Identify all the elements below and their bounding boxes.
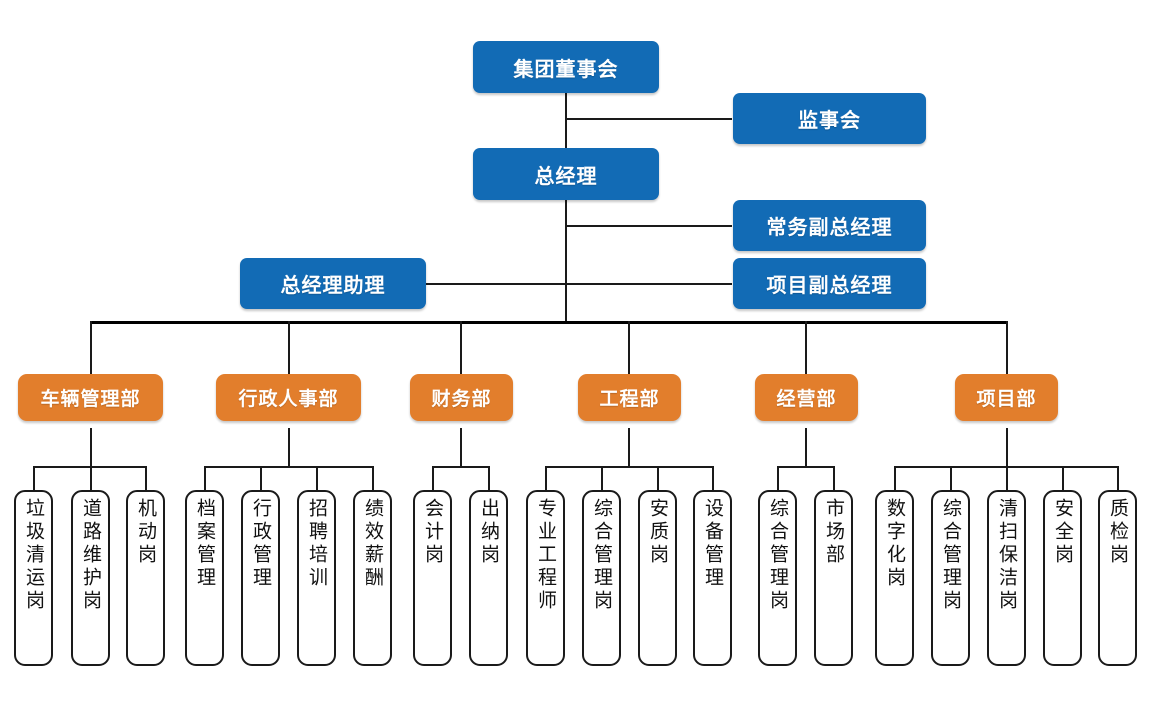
position-box[interactable]: 招聘培训 (297, 490, 336, 666)
connector-dept3-drop-2 (488, 466, 490, 490)
connector-gm-assistant (424, 283, 566, 285)
connector-board-to-gm (565, 92, 567, 150)
position-box[interactable]: 综合管理岗 (931, 490, 970, 666)
node-gm-assistant[interactable]: 总经理助理 (240, 258, 426, 309)
connector-dept5-drop-2 (833, 466, 835, 490)
connector-dept4-drop-4 (712, 466, 714, 490)
node-department-vehicle-management[interactable]: 车辆管理部 (18, 374, 163, 421)
position-box[interactable]: 综合管理岗 (582, 490, 621, 666)
position-label: 档案管理 (194, 498, 215, 590)
position-label: 安全岗 (1052, 498, 1073, 567)
node-executive-deputy-gm[interactable]: 常务副总经理 (733, 200, 926, 251)
connector-dept4-drop-2 (601, 466, 603, 490)
position-label: 行政管理 (250, 498, 271, 590)
connector-dept6-drop-5 (1117, 466, 1119, 490)
node-department-operations[interactable]: 经营部 (755, 374, 858, 421)
connector-drop-dept-4 (628, 321, 630, 374)
connector-dept3-stem (460, 428, 462, 466)
position-label: 质检岗 (1107, 498, 1128, 567)
connector-dept4-drop-1 (545, 466, 547, 490)
position-box[interactable]: 专业工程师 (526, 490, 565, 666)
connector-dept4-stem (628, 428, 630, 466)
position-box[interactable]: 绩效薪酬 (353, 490, 392, 666)
position-box[interactable]: 设备管理 (693, 490, 732, 666)
position-label: 综合管理岗 (767, 498, 788, 613)
connector-dept6-drop-4 (1062, 466, 1064, 490)
position-box[interactable]: 市场部 (814, 490, 853, 666)
connector-dept1-stem (90, 428, 92, 466)
node-general-manager[interactable]: 总经理 (473, 148, 659, 200)
position-box[interactable]: 安全岗 (1043, 490, 1082, 666)
node-supervisory-board[interactable]: 监事会 (733, 93, 926, 144)
connector-drop-dept-3 (460, 321, 462, 374)
position-label: 设备管理 (702, 498, 723, 590)
connector-gm-to-project-deputy (565, 283, 732, 285)
connector-dept2-drop-3 (316, 466, 318, 490)
position-label: 综合管理岗 (591, 498, 612, 613)
connector-board-to-supervisory (565, 118, 732, 120)
position-label: 道路维护岗 (80, 498, 101, 613)
position-label: 综合管理岗 (940, 498, 961, 613)
connector-dept1-drop-2 (90, 466, 92, 490)
node-department-finance[interactable]: 财务部 (410, 374, 513, 421)
position-box[interactable]: 垃圾清运岗 (14, 490, 53, 666)
position-label: 机动岗 (135, 498, 156, 567)
position-label: 数字化岗 (884, 498, 905, 590)
connector-dept2-drop-2 (260, 466, 262, 490)
position-box[interactable]: 出纳岗 (469, 490, 508, 666)
connector-dept6-drop-2 (950, 466, 952, 490)
node-department-engineering[interactable]: 工程部 (578, 374, 681, 421)
connector-dept5-bus (777, 466, 834, 468)
position-label: 市场部 (823, 498, 844, 567)
connector-dept3-drop-1 (432, 466, 434, 490)
connector-dept3-bus (432, 466, 489, 468)
connector-dept2-drop-4 (372, 466, 374, 490)
connector-dept2-stem (288, 428, 290, 466)
connector-dept6-drop-1 (894, 466, 896, 490)
node-department-admin-hr[interactable]: 行政人事部 (216, 374, 361, 421)
position-box[interactable]: 质检岗 (1098, 490, 1137, 666)
connector-dept1-drop-1 (33, 466, 35, 490)
position-box[interactable]: 道路维护岗 (71, 490, 110, 666)
position-box[interactable]: 综合管理岗 (758, 490, 797, 666)
connector-dept5-drop-1 (777, 466, 779, 490)
position-label: 垃圾清运岗 (23, 498, 44, 613)
connector-dept2-bus (204, 466, 373, 468)
node-project-deputy-gm[interactable]: 项目副总经理 (733, 258, 926, 309)
position-label: 专业工程师 (535, 498, 556, 613)
connector-drop-dept-2 (288, 321, 290, 374)
position-box[interactable]: 数字化岗 (875, 490, 914, 666)
connector-drop-dept-6 (1006, 321, 1008, 374)
position-box[interactable]: 安质岗 (638, 490, 677, 666)
position-box[interactable]: 机动岗 (126, 490, 165, 666)
position-box[interactable]: 清扫保洁岗 (987, 490, 1026, 666)
connector-dept6-stem (1006, 428, 1008, 466)
connector-dept4-drop-3 (657, 466, 659, 490)
connector-dept4-bus (545, 466, 713, 468)
position-label: 出纳岗 (478, 498, 499, 567)
connector-department-bus (90, 321, 1008, 324)
connector-gm-spine (565, 199, 567, 322)
node-board[interactable]: 集团董事会 (473, 41, 659, 93)
position-label: 会计岗 (422, 498, 443, 567)
connector-dept6-drop-3 (1006, 466, 1008, 490)
position-label: 安质岗 (647, 498, 668, 567)
connector-dept1-bus (33, 466, 146, 468)
position-label: 清扫保洁岗 (996, 498, 1017, 613)
position-label: 招聘培训 (306, 498, 327, 590)
position-box[interactable]: 行政管理 (241, 490, 280, 666)
position-box[interactable]: 档案管理 (185, 490, 224, 666)
connector-drop-dept-5 (805, 321, 807, 374)
node-department-project[interactable]: 项目部 (955, 374, 1058, 421)
position-label: 绩效薪酬 (362, 498, 383, 590)
connector-drop-dept-1 (90, 321, 92, 374)
connector-gm-to-exec-deputy (565, 225, 732, 227)
position-box[interactable]: 会计岗 (413, 490, 452, 666)
connector-dept5-stem (805, 428, 807, 466)
connector-dept2-drop-1 (204, 466, 206, 490)
connector-dept1-drop-3 (145, 466, 147, 490)
